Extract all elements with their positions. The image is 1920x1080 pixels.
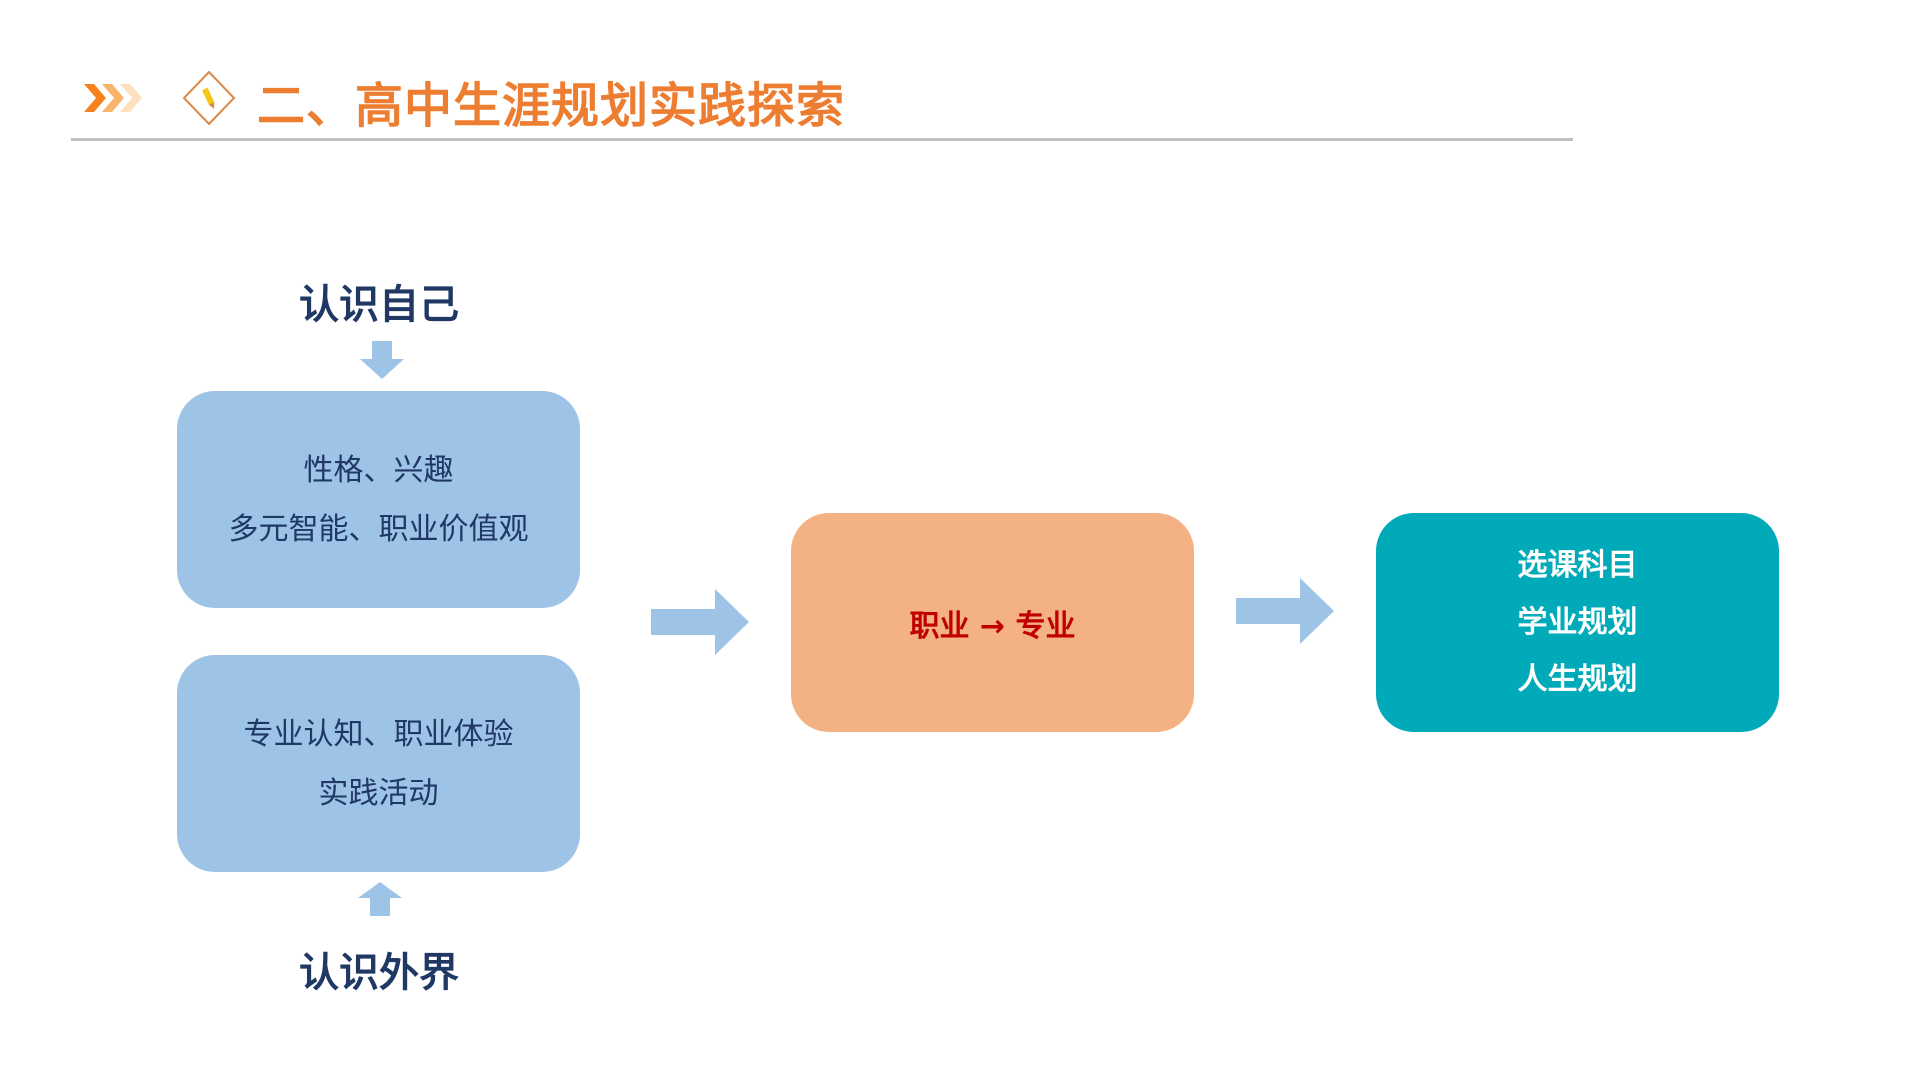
chevron-arrows-icon bbox=[84, 84, 142, 112]
arrow-right-icon bbox=[1236, 578, 1334, 644]
world-factors-box: 专业认知、职业体验 实践活动 bbox=[177, 655, 580, 872]
arrow-up-icon bbox=[358, 882, 402, 916]
header-divider bbox=[71, 138, 1573, 141]
arrow-right-icon bbox=[651, 589, 749, 655]
page-title: 二、高中生涯规划实践探索 bbox=[257, 78, 846, 134]
arrow-down-icon bbox=[360, 341, 404, 379]
outcome-line: 选课科目 bbox=[1517, 548, 1638, 583]
self-factors-line: 多元智能、职业价值观 bbox=[228, 511, 529, 547]
self-factors-line: 性格、兴趣 bbox=[303, 452, 454, 488]
pencil-diamond-icon bbox=[182, 71, 236, 125]
world-factors-line: 专业认知、职业体验 bbox=[243, 716, 514, 752]
know-world-label: 认识外界 bbox=[299, 950, 459, 996]
outcome-line: 人生规划 bbox=[1517, 662, 1638, 697]
career-to-major-box: 职业 → 专业 bbox=[791, 513, 1194, 732]
world-factors-line: 实践活动 bbox=[318, 775, 439, 811]
planning-outcomes-box: 选课科目 学业规划 人生规划 bbox=[1376, 513, 1779, 732]
outcome-line: 学业规划 bbox=[1517, 605, 1638, 640]
career-to-major-text: 职业 → 专业 bbox=[909, 608, 1076, 644]
know-self-label: 认识自己 bbox=[299, 282, 459, 328]
self-factors-box: 性格、兴趣 多元智能、职业价值观 bbox=[177, 391, 580, 608]
